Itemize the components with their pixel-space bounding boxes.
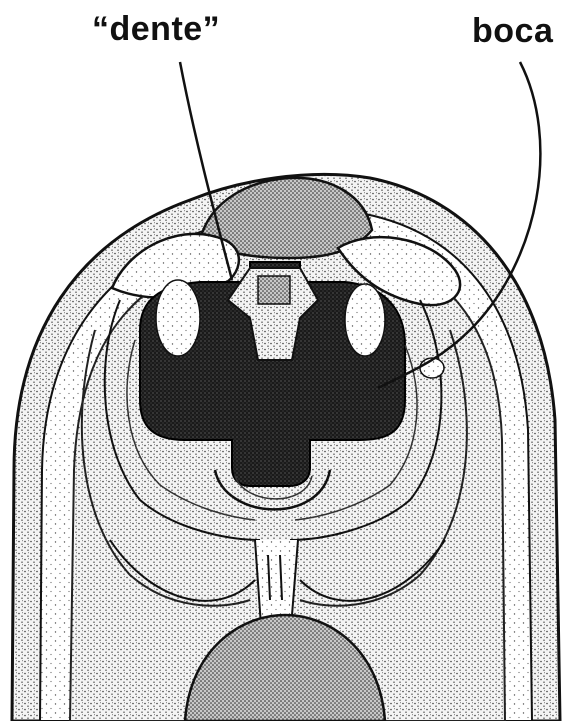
tooth-tip: [258, 276, 290, 304]
right-pad: [345, 284, 385, 356]
mouth-label: boca: [472, 14, 553, 48]
tooth-label: “dente”: [92, 12, 220, 46]
left-pad: [156, 280, 200, 356]
